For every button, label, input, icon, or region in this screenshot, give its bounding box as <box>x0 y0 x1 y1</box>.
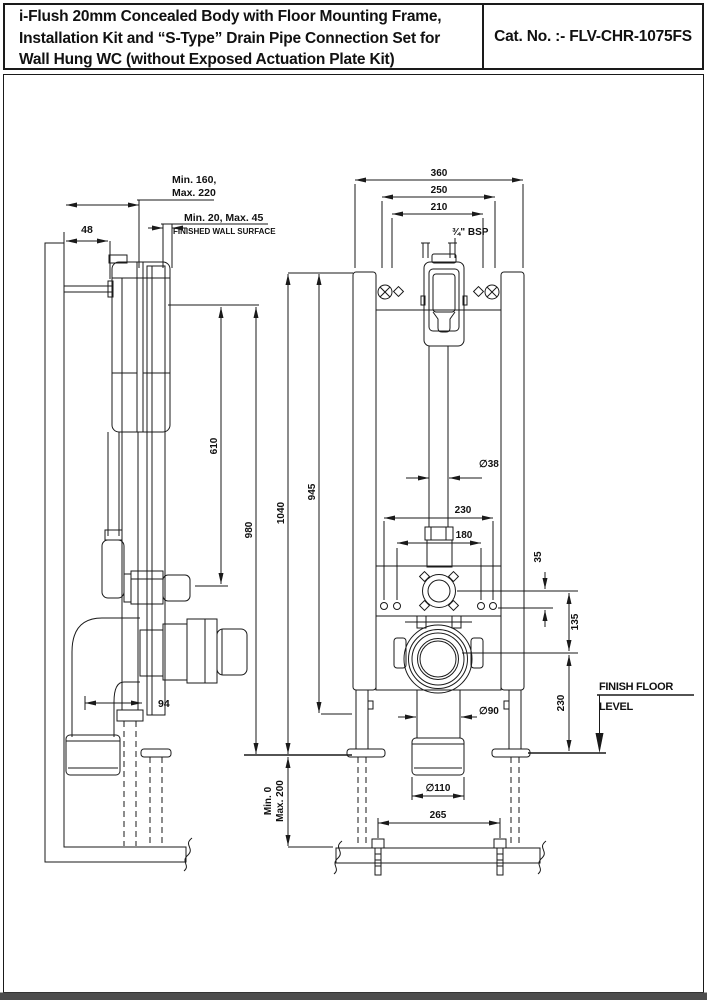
flush-bend-and-spout <box>102 432 190 604</box>
floor-depth-label-2: Max. 200 <box>275 780 286 822</box>
s-drain-elbow <box>66 618 140 775</box>
wall-thickness-label: Min. 20, Max. 45 <box>184 212 264 224</box>
front-view <box>334 243 546 875</box>
right-rail <box>501 272 524 690</box>
floor-break-mark <box>184 838 192 871</box>
left-leg <box>347 690 385 846</box>
flush-pipe-dia-label: ∅38 <box>479 459 499 470</box>
drain-socket-dia-label: ∅110 <box>426 783 451 794</box>
product-title: i-Flush 20mm Concealed Body with Floor M… <box>5 5 484 68</box>
actuation-bracket <box>421 254 467 346</box>
floor-break-left <box>334 841 342 874</box>
pipe-offset-label: 94 <box>158 698 170 710</box>
catalog-number: Cat. No. :- FLV-CHR-1075FS <box>494 27 692 45</box>
frame-pipe-side <box>117 432 143 846</box>
drain-height-label: 230 <box>556 694 567 711</box>
bracket-dim-label: 48 <box>81 224 93 236</box>
side-view <box>45 243 247 871</box>
floor-depth-label-1: Min. 0 <box>263 786 274 815</box>
anchor-bolt-left <box>372 839 384 875</box>
frame-panel <box>376 310 501 566</box>
offset-dim-label-1: Min. 160, <box>172 174 216 186</box>
finished-wall-label: FINISHED WALL SURFACE <box>173 227 276 236</box>
floor-section <box>334 841 546 874</box>
title-line-2: Installation Kit and “S-Type” Drain Pipe… <box>19 29 441 47</box>
title-line-1: i-Flush 20mm Concealed Body with Floor M… <box>19 8 442 25</box>
water-inlet-stub <box>421 243 457 258</box>
flush-pipe-front <box>425 346 453 567</box>
left-rail <box>353 272 376 690</box>
drain-pipe <box>412 690 464 775</box>
hole-inner-label: 180 <box>456 530 473 541</box>
floor-break-right <box>538 841 546 874</box>
mounting-screw-left <box>378 285 403 299</box>
spout-height-label: 610 <box>209 437 220 454</box>
bolt-span-label: 265 <box>430 810 447 821</box>
mount-width-label: 250 <box>431 185 448 196</box>
finish-floor-arrow <box>595 733 604 753</box>
drain-pipe-dia-label: ∅90 <box>479 706 499 717</box>
outlet-to-drain-label: 135 <box>570 613 581 630</box>
frame-height-label: 1040 <box>276 501 287 524</box>
inlet-label: ¾" BSP <box>452 227 489 238</box>
inner-width-label: 210 <box>431 202 448 213</box>
front-view-dimensions: 360 250 210 ¾" BSP ∅38 230 <box>355 168 694 838</box>
wall-anchor-bracket <box>64 281 113 297</box>
body-height-label: 980 <box>244 521 255 538</box>
anchor-bolt-right <box>494 839 506 875</box>
title-block: i-Flush 20mm Concealed Body with Floor M… <box>3 3 704 70</box>
side-view-dimensions: Min. 160, Max. 220 Min. 20, Max. 45 FINI… <box>64 174 276 710</box>
right-leg <box>492 690 530 845</box>
shared-dimensions: 980 1040 945 Min. 0 Max. 200 <box>244 273 353 847</box>
cistern-tank-side <box>109 255 170 432</box>
mounting-screw-right <box>474 285 499 299</box>
frame-rail-side <box>141 266 171 846</box>
wc-connection-set <box>140 619 247 683</box>
bottom-bar <box>0 992 707 1000</box>
width-dim-label: 360 <box>431 168 448 179</box>
finish-floor-label-2: LEVEL <box>599 701 634 713</box>
offset-dim-label-2: Max. 220 <box>172 187 216 199</box>
title-line-3: Wall Hung WC (without Exposed Actuation … <box>19 51 395 68</box>
fixing-holes <box>381 603 497 610</box>
drain-assembly <box>394 616 483 693</box>
flush-outlet <box>420 572 459 611</box>
finish-floor-label-1: FINISH FLOOR <box>599 681 673 693</box>
rail-height-label: 945 <box>307 483 318 500</box>
hole-span-label: 230 <box>455 505 472 516</box>
outlet-offset-label: 35 <box>533 551 544 563</box>
finish-floor-callout: FINISH FLOOR LEVEL <box>595 681 695 753</box>
